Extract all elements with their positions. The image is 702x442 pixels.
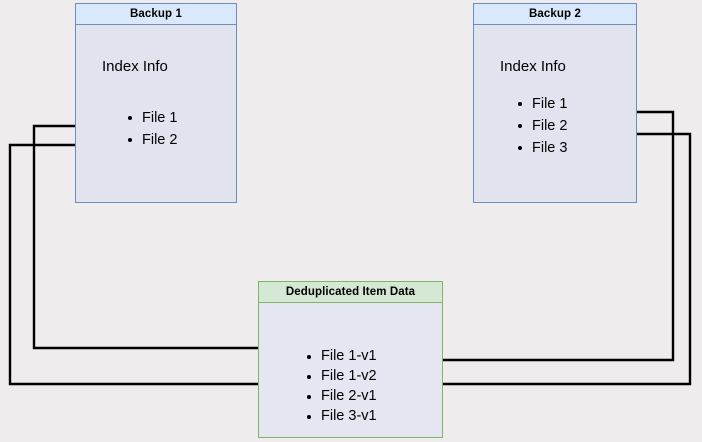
node-backup-1[interactable]: Backup 1 Index Info File 1 File 2	[75, 3, 237, 203]
node-backup-1-subtitle: Index Info	[102, 58, 168, 75]
node-backup-1-file-list: File 1 File 2	[126, 107, 177, 151]
node-backup-1-body: Index Info File 1 File 2	[76, 25, 236, 202]
list-item: File 1-v2	[305, 366, 377, 386]
list-item: File 2	[126, 129, 177, 151]
node-backup-1-title: Backup 1	[76, 4, 236, 25]
node-backup-2[interactable]: Backup 2 Index Info File 1 File 2 File 3	[473, 3, 637, 203]
list-item: File 3	[516, 137, 567, 159]
node-deduplicated-item-data-body: File 1-v1 File 1-v2 File 2-v1 File 3-v1	[259, 303, 442, 437]
node-backup-2-subtitle: Index Info	[500, 58, 566, 75]
list-item: File 2	[516, 115, 567, 137]
node-deduplicated-item-data-file-list: File 1-v1 File 1-v2 File 2-v1 File 3-v1	[305, 346, 377, 426]
list-item: File 3-v1	[305, 406, 377, 426]
list-item: File 1	[516, 93, 567, 115]
node-deduplicated-item-data-title: Deduplicated Item Data	[259, 282, 442, 303]
list-item: File 2-v1	[305, 386, 377, 406]
node-deduplicated-item-data[interactable]: Deduplicated Item Data File 1-v1 File 1-…	[258, 281, 443, 438]
node-backup-2-file-list: File 1 File 2 File 3	[516, 93, 567, 159]
node-backup-2-title: Backup 2	[474, 4, 636, 25]
list-item: File 1-v1	[305, 346, 377, 366]
node-backup-2-body: Index Info File 1 File 2 File 3	[474, 25, 636, 202]
list-item: File 1	[126, 107, 177, 129]
